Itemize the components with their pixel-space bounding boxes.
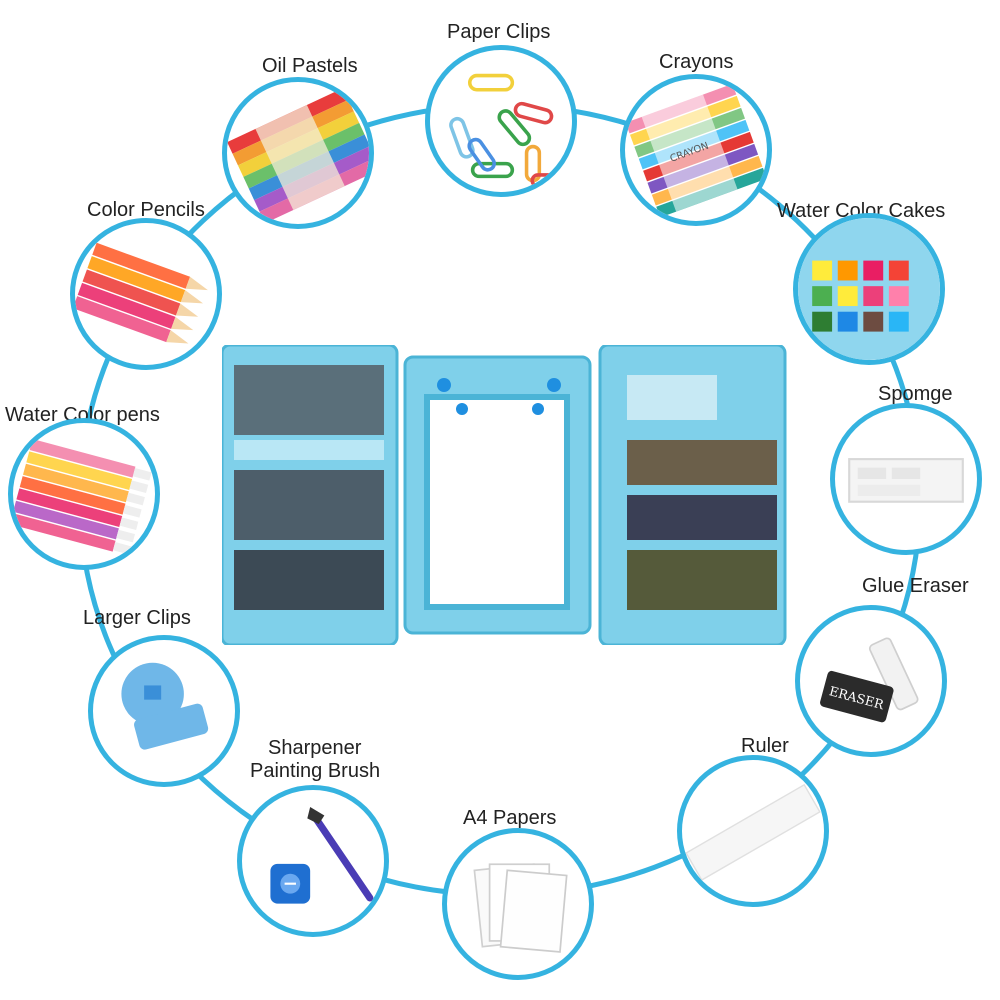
label-sharpener: Sharpener bbox=[268, 737, 362, 759]
label-paper-clips: Paper Clips bbox=[447, 21, 551, 43]
water-color-pens-bubble bbox=[8, 418, 160, 570]
sponge-bubble bbox=[830, 403, 982, 555]
color-pencils-bubble bbox=[70, 218, 222, 370]
larger-clips-image bbox=[121, 662, 209, 750]
label-water-color-cakes: Water Color Cakes bbox=[777, 200, 946, 222]
color-pencils-image bbox=[75, 242, 208, 344]
larger-clips-bubble bbox=[88, 635, 240, 787]
oil-pastels-image bbox=[227, 88, 369, 224]
label-a4-papers: A4 Papers bbox=[463, 807, 557, 829]
ruler-bubble bbox=[677, 755, 829, 907]
oil-pastels-bubble bbox=[222, 77, 374, 229]
sharpener-brush-image bbox=[270, 807, 374, 904]
water-color-cakes-bubble bbox=[793, 213, 945, 365]
glue-eraser-image: ERASER bbox=[820, 637, 919, 723]
label-ruler: Ruler bbox=[741, 735, 789, 757]
label-painting-brush: Painting Brush bbox=[250, 760, 381, 782]
paper-clips-image bbox=[449, 73, 566, 189]
sharpener-brush-bubble bbox=[237, 785, 389, 937]
label-larger-clips: Larger Clips bbox=[83, 607, 191, 629]
label-color-pencils: Color Pencils bbox=[87, 199, 205, 221]
label-oil-pastels: Oil Pastels bbox=[262, 55, 358, 77]
water-color-pens-image bbox=[13, 439, 152, 555]
label-crayons: Crayons bbox=[659, 51, 734, 73]
label-water-color-pens: Water Color pens bbox=[5, 404, 160, 426]
a4-papers-bubble bbox=[442, 828, 594, 980]
crayons-bubble: CRAYON bbox=[620, 74, 772, 226]
sponge-image bbox=[848, 458, 964, 503]
paper-clips-bubble bbox=[425, 45, 577, 197]
water-color-cakes-image bbox=[798, 218, 940, 360]
art-case-image bbox=[222, 345, 787, 645]
label-spomge: Spomge bbox=[878, 383, 953, 405]
crayons-image: CRAYON bbox=[625, 83, 767, 218]
a4-papers-image bbox=[473, 863, 568, 953]
glue-eraser-bubble: ERASER bbox=[795, 605, 947, 757]
ruler-image bbox=[685, 783, 821, 881]
label-glue-eraser: Glue Eraser bbox=[862, 575, 969, 597]
